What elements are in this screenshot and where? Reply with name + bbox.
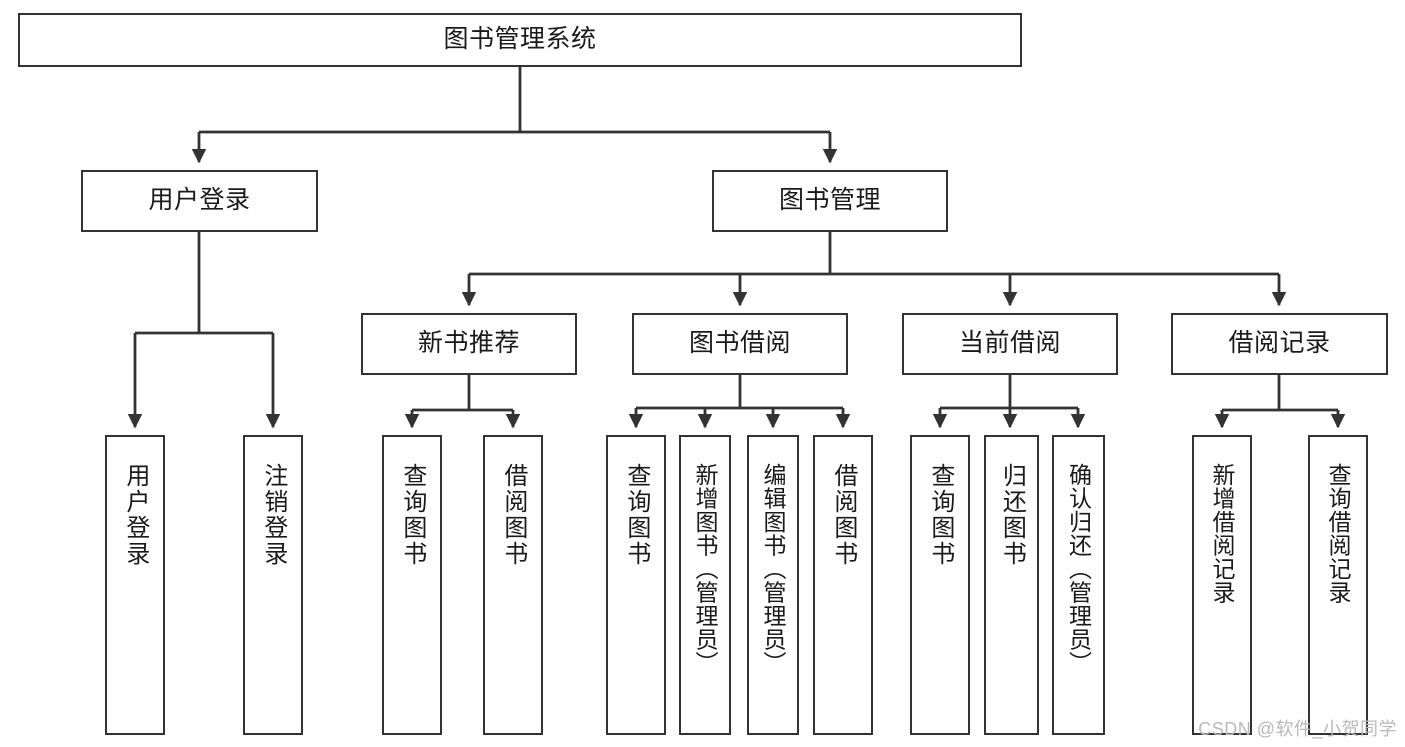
leaf-query-borrow-record[interactable]: 查询借阅记录 [1308,435,1368,735]
node-label: 当前借阅 [958,329,1061,358]
leaf-add-borrow-record[interactable]: 新增借阅记录 [1192,435,1252,735]
node-label: 归还图书 [998,463,1026,567]
leaf-user-logout[interactable]: 注销登录 [243,435,303,735]
node-label: 注销登录 [259,463,287,567]
node-user-login[interactable]: 用户登录 [81,170,318,232]
node-label: 借阅图书 [829,463,857,567]
leaf-add-book[interactable]: 新增图书（管理员） [679,435,731,735]
node-label: 借阅图书 [499,463,527,567]
node-label: 用户登录 [148,186,251,215]
node-label: 查询图书 [926,463,954,567]
node-book-management[interactable]: 图书管理 [712,170,948,232]
node-label: 查询借阅记录 [1325,463,1352,604]
leaf-query-book-current[interactable]: 查询图书 [910,435,970,735]
leaf-borrow-book-recommend[interactable]: 借阅图书 [483,435,543,735]
leaf-return-book[interactable]: 归还图书 [984,435,1039,735]
leaf-borrow-book[interactable]: 借阅图书 [813,435,873,735]
node-current-borrow[interactable]: 当前借阅 [902,313,1118,375]
leaf-edit-book[interactable]: 编辑图书（管理员） [747,435,799,735]
node-label: 新书推荐 [417,329,520,358]
node-label: 查询图书 [622,463,650,567]
node-label: 图书管理 [778,186,881,215]
node-root-system[interactable]: 图书管理系统 [18,13,1022,67]
node-borrow-record[interactable]: 借阅记录 [1171,313,1388,375]
leaf-user-login[interactable]: 用户登录 [105,435,165,735]
node-label: 确认归还（管理员） [1065,463,1092,675]
node-new-book-recommend[interactable]: 新书推荐 [361,313,577,375]
node-label: 图书管理系统 [443,25,597,54]
node-label: 借阅记录 [1228,329,1331,358]
leaf-confirm-return[interactable]: 确认归还（管理员） [1052,435,1105,735]
node-label: 查询图书 [398,463,426,567]
watermark-text: CSDN @软件_小贺同学 [1198,719,1397,739]
leaf-query-book-borrow[interactable]: 查询图书 [606,435,666,735]
node-book-borrow[interactable]: 图书借阅 [632,313,848,375]
node-label: 新增图书（管理员） [692,463,719,675]
node-label: 新增借阅记录 [1209,463,1236,604]
node-label: 编辑图书（管理员） [760,463,787,675]
leaf-query-book-recommend[interactable]: 查询图书 [382,435,442,735]
node-label: 用户登录 [121,463,149,567]
node-label: 图书借阅 [688,329,791,358]
